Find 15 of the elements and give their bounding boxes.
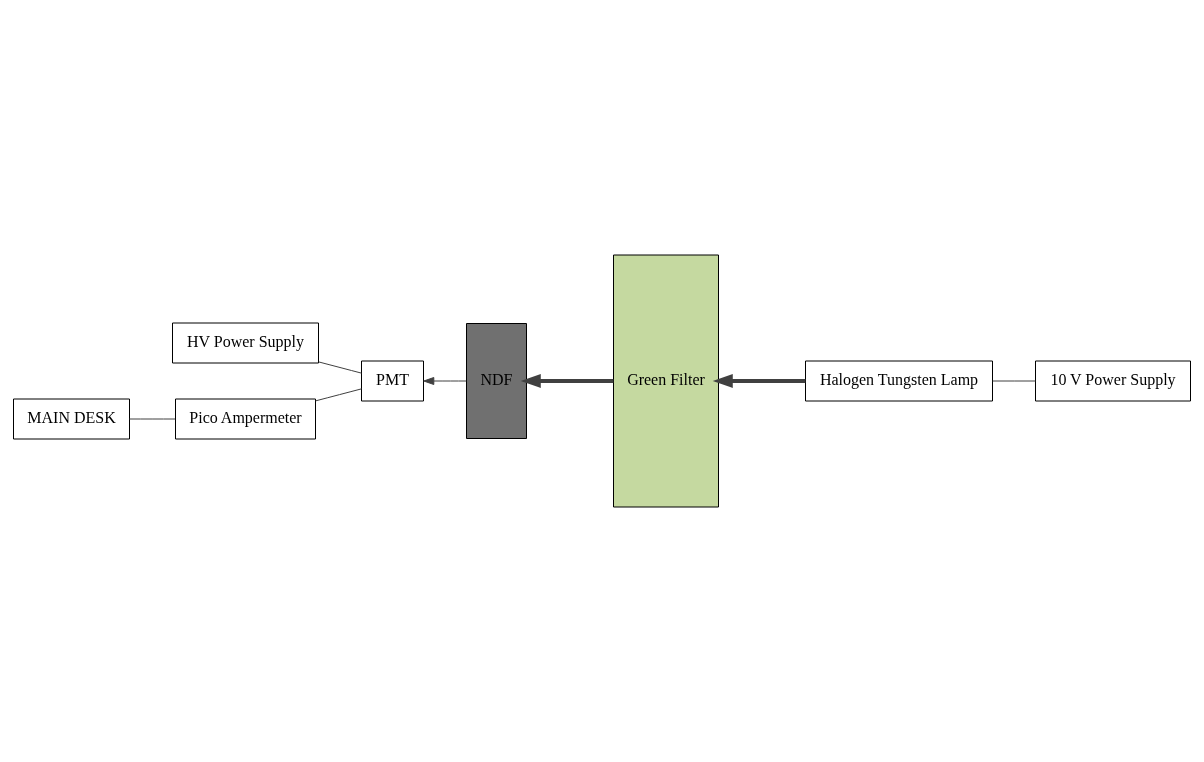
connector bbox=[315, 388, 362, 402]
node-box: Pico Ampermeter bbox=[175, 398, 316, 440]
connector bbox=[318, 361, 362, 374]
node-box: 10 V Power Supply bbox=[1035, 360, 1191, 402]
connector bbox=[992, 380, 1036, 382]
node-box: Green Filter bbox=[613, 254, 719, 508]
node-box: HV Power Supply bbox=[172, 322, 319, 364]
arrow bbox=[423, 377, 467, 385]
node-box: Halogen Tungsten Lamp bbox=[805, 360, 993, 402]
arrow bbox=[520, 374, 614, 388]
arrow bbox=[712, 374, 806, 388]
node-box: PMT bbox=[361, 360, 424, 402]
connector bbox=[129, 418, 176, 420]
node-box: NDF bbox=[466, 323, 527, 439]
node-box: MAIN DESK bbox=[13, 398, 130, 440]
